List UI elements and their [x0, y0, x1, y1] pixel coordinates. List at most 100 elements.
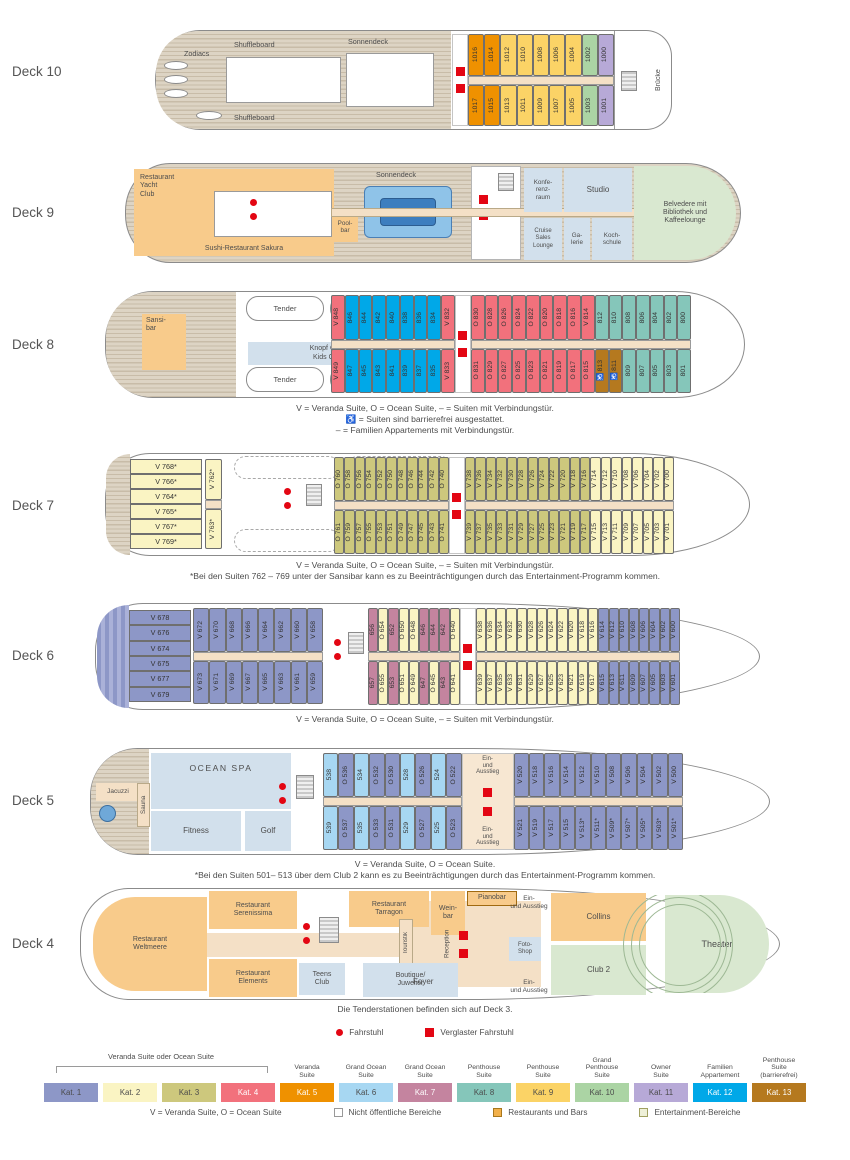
category-header: Veranda Suite	[294, 1064, 320, 1080]
category-header: Grand Penthouse Suite	[585, 1056, 619, 1080]
cabin-O640: O 640	[449, 608, 460, 652]
cabin-V730: V 730	[506, 457, 518, 501]
elevator-icon	[334, 653, 341, 660]
foyer-label: Foyer	[413, 977, 434, 986]
cabin-number: 646	[419, 624, 427, 636]
cabin-V669: V 669	[225, 660, 242, 704]
legend-category-kat-3: Kat. 3	[162, 1048, 216, 1102]
cabin-number: V 736	[476, 470, 484, 488]
cabin-number: V 624	[547, 621, 555, 639]
glass-elevator-icon	[455, 84, 465, 93]
elevator-lobby	[454, 295, 471, 393]
cabin-835: 835	[427, 348, 442, 393]
elevator-lobby	[448, 457, 465, 554]
cabin-O742: O 742	[428, 457, 439, 501]
category-swatch: Kat. 8	[457, 1083, 511, 1102]
deck-6-note-1: V = Veranda Suite, O = Ocean Suite, – = …	[296, 714, 554, 724]
cabin-number: V 505*	[640, 817, 648, 839]
deck-4-note: Die Tenderstationen befinden sich auf De…	[337, 1004, 513, 1014]
embarkation-area: Ein- und Ausstieg Ein- und Ausstieg	[461, 753, 514, 850]
cabin-number: V 662	[277, 620, 285, 639]
cabin-1005: 1005	[565, 84, 582, 126]
cabin-number: V 730	[507, 470, 515, 488]
cabin-O522: O 522	[446, 753, 462, 797]
cabin-V600: V 600	[669, 608, 680, 652]
cabin-V621: V 621	[567, 661, 578, 705]
cabin-V635: V 635	[496, 661, 507, 705]
cabin-number: V 638	[476, 621, 484, 639]
cabin-V625: V 625	[547, 661, 558, 705]
deck-10-label: Deck 10	[12, 64, 62, 79]
jacuzzi: Jacuzzi	[96, 783, 140, 801]
cabin-row: V 763*	[205, 508, 222, 549]
embarkation-label-bottom: Ein- und Ausstieg	[476, 827, 500, 847]
cabin-V638: V 638	[475, 608, 487, 652]
deck-8-label: Deck 8	[12, 337, 55, 352]
cabin-V662: V 662	[274, 608, 291, 652]
lifeboat-outline	[234, 456, 340, 479]
category-group-bracket	[56, 1066, 268, 1073]
cabin-number: 806	[638, 311, 646, 323]
glass-elevator-icon	[455, 67, 465, 76]
cabin-number: V 603	[660, 674, 668, 692]
glass-elevators	[483, 787, 493, 816]
cabin-O654: O 654	[378, 608, 389, 652]
cabin-801: 801	[677, 348, 692, 393]
elevator-legend-label: Fahrstuhl	[349, 1028, 384, 1037]
cabin-number: V 509*	[609, 817, 617, 839]
zodiac-boat-icon	[164, 75, 188, 84]
cabin-number: O 533	[372, 818, 380, 838]
glass-elevator-icon	[479, 195, 488, 204]
category-swatch: Kat. 6	[339, 1083, 393, 1102]
cabin-number: V 706	[633, 470, 641, 488]
studio: Studio	[564, 168, 632, 212]
cabin-number: O 821	[542, 361, 550, 380]
cabin-O743: O 743	[428, 510, 439, 554]
cabin-V732: V 732	[496, 457, 507, 501]
pool-bar: Pool- bar	[332, 212, 358, 242]
deck-9-hull: Restaurant Yacht Club Sushi-Restaurant S…	[125, 163, 741, 263]
elevator-icon	[279, 797, 286, 804]
cabin-O741: O 741	[438, 510, 449, 554]
cabin-812: 812	[594, 295, 609, 340]
cabin-1013: 1013	[500, 84, 517, 126]
cabin-number: O 829	[487, 361, 495, 380]
cabin-number: V 669	[229, 673, 237, 692]
stair-icon	[296, 775, 314, 799]
non-public-legend-item: Nicht öffentliche Bereiche	[333, 1108, 441, 1117]
cabin-528: 528	[400, 753, 416, 797]
cabin-652: 652	[388, 608, 399, 652]
cabin-number: V 501*	[670, 817, 678, 839]
cabin-V616: V 616	[588, 608, 599, 652]
corridor	[368, 652, 460, 661]
cabin-V626: V 626	[537, 608, 548, 652]
cabin-V665: V 665	[258, 660, 275, 704]
cabin-O744: O 744	[417, 457, 429, 501]
cabin-number: O 645	[429, 673, 437, 693]
cabin-V608: V 608	[628, 608, 640, 652]
embarkation-label-top: Ein- und Ausstieg	[476, 756, 500, 776]
cabin-V729: V 729	[517, 510, 528, 554]
lifeboat-outline	[234, 529, 340, 552]
cabin-number: V 513*	[578, 817, 586, 839]
cabin-number: V 726	[528, 470, 536, 488]
stair-icon	[319, 917, 339, 943]
cabin-V631: V 631	[516, 661, 527, 705]
entertainment-label: Entertainment-Bereiche	[654, 1108, 741, 1117]
cabin-O531: O 531	[384, 806, 401, 850]
cabin-O822: O 822	[525, 295, 540, 340]
cabin-number: 1008	[536, 47, 544, 63]
foto-shop: Foto- Shop	[509, 937, 541, 961]
category-swatch: Kat. 9	[516, 1083, 570, 1102]
cabin-V705: V 705	[642, 510, 654, 554]
cabin-O756: O 756	[354, 457, 366, 501]
deck-7-hull: V 768*V 766*V 764*V 765*V 767*V 769* V 7…	[105, 453, 750, 556]
